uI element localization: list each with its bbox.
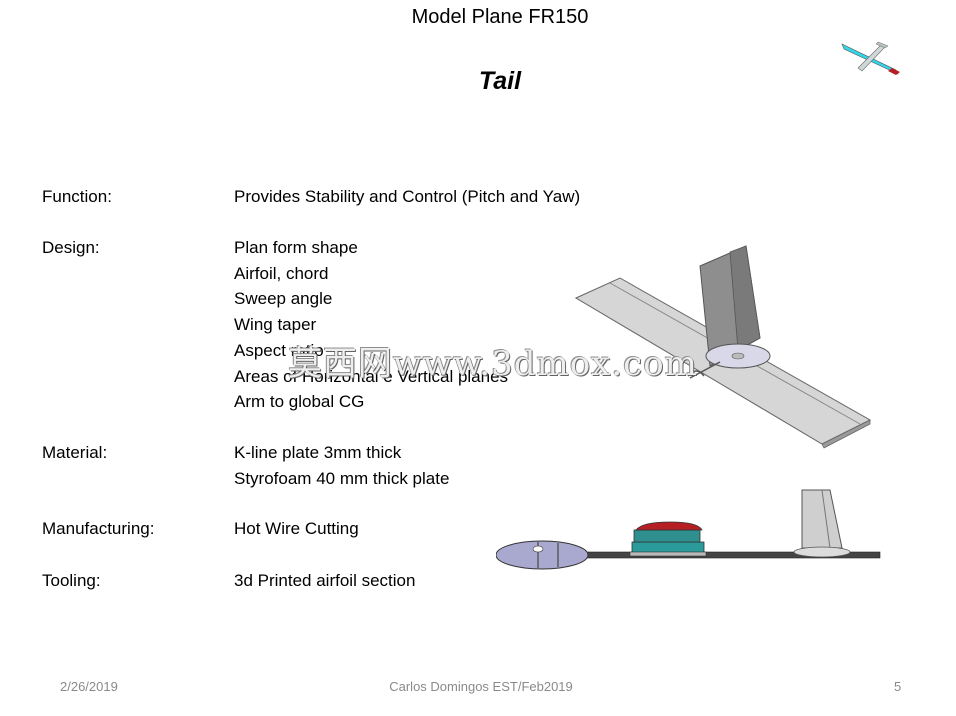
design-line: Wing taper <box>234 315 317 335</box>
tooling-line: 3d Printed airfoil section <box>234 571 416 590</box>
design-line: Aspect ratio <box>234 340 324 360</box>
label-design: Design: <box>42 238 100 257</box>
plane-side-view-illustration <box>496 489 881 570</box>
design-line: Airfoil, chord <box>234 263 329 283</box>
footer-date: 2/26/2019 <box>60 679 118 694</box>
design-line: Plan form shape <box>234 238 358 257</box>
label-material: Material: <box>42 443 108 462</box>
material-line: Styrofoam 40 mm thick plate <box>234 468 450 488</box>
design-line: Sweep angle <box>234 289 333 309</box>
label-tooling: Tooling: <box>42 571 101 590</box>
header-title: Model Plane FR150 <box>411 6 589 28</box>
label-function: Function: <box>42 187 112 206</box>
tail-3d-illustration <box>574 245 872 449</box>
function-lines: Provides Stability and Control (Pitch an… <box>234 184 580 210</box>
manufacturing-lines: Hot Wire Cutting <box>234 516 359 542</box>
design-lines: Plan form shape Airfoil, chord Sweep ang… <box>234 235 508 415</box>
material-lines: K-line plate 3mm thick Styrofoam 40 mm t… <box>234 440 449 491</box>
design-line: Arm to global CG <box>234 392 365 412</box>
tooling-lines: 3d Printed airfoil section <box>234 568 415 594</box>
label-manufacturing: Manufacturing: <box>42 519 155 538</box>
plane-logo-icon <box>841 41 900 75</box>
design-line: Areas of Horizontal e Vertical planes <box>234 366 509 386</box>
footer-page-number: 5 <box>894 679 902 694</box>
watermark-text: 莫西网www.3dmox.com <box>288 344 698 384</box>
function-line: Provides Stability and Control (Pitch an… <box>234 187 581 206</box>
footer-author: Carlos Domingos EST/Feb2019 <box>389 679 573 694</box>
material-line: K-line plate 3mm thick <box>234 443 402 462</box>
slide-title: Tail <box>478 67 522 95</box>
manufacturing-line: Hot Wire Cutting <box>234 519 359 538</box>
